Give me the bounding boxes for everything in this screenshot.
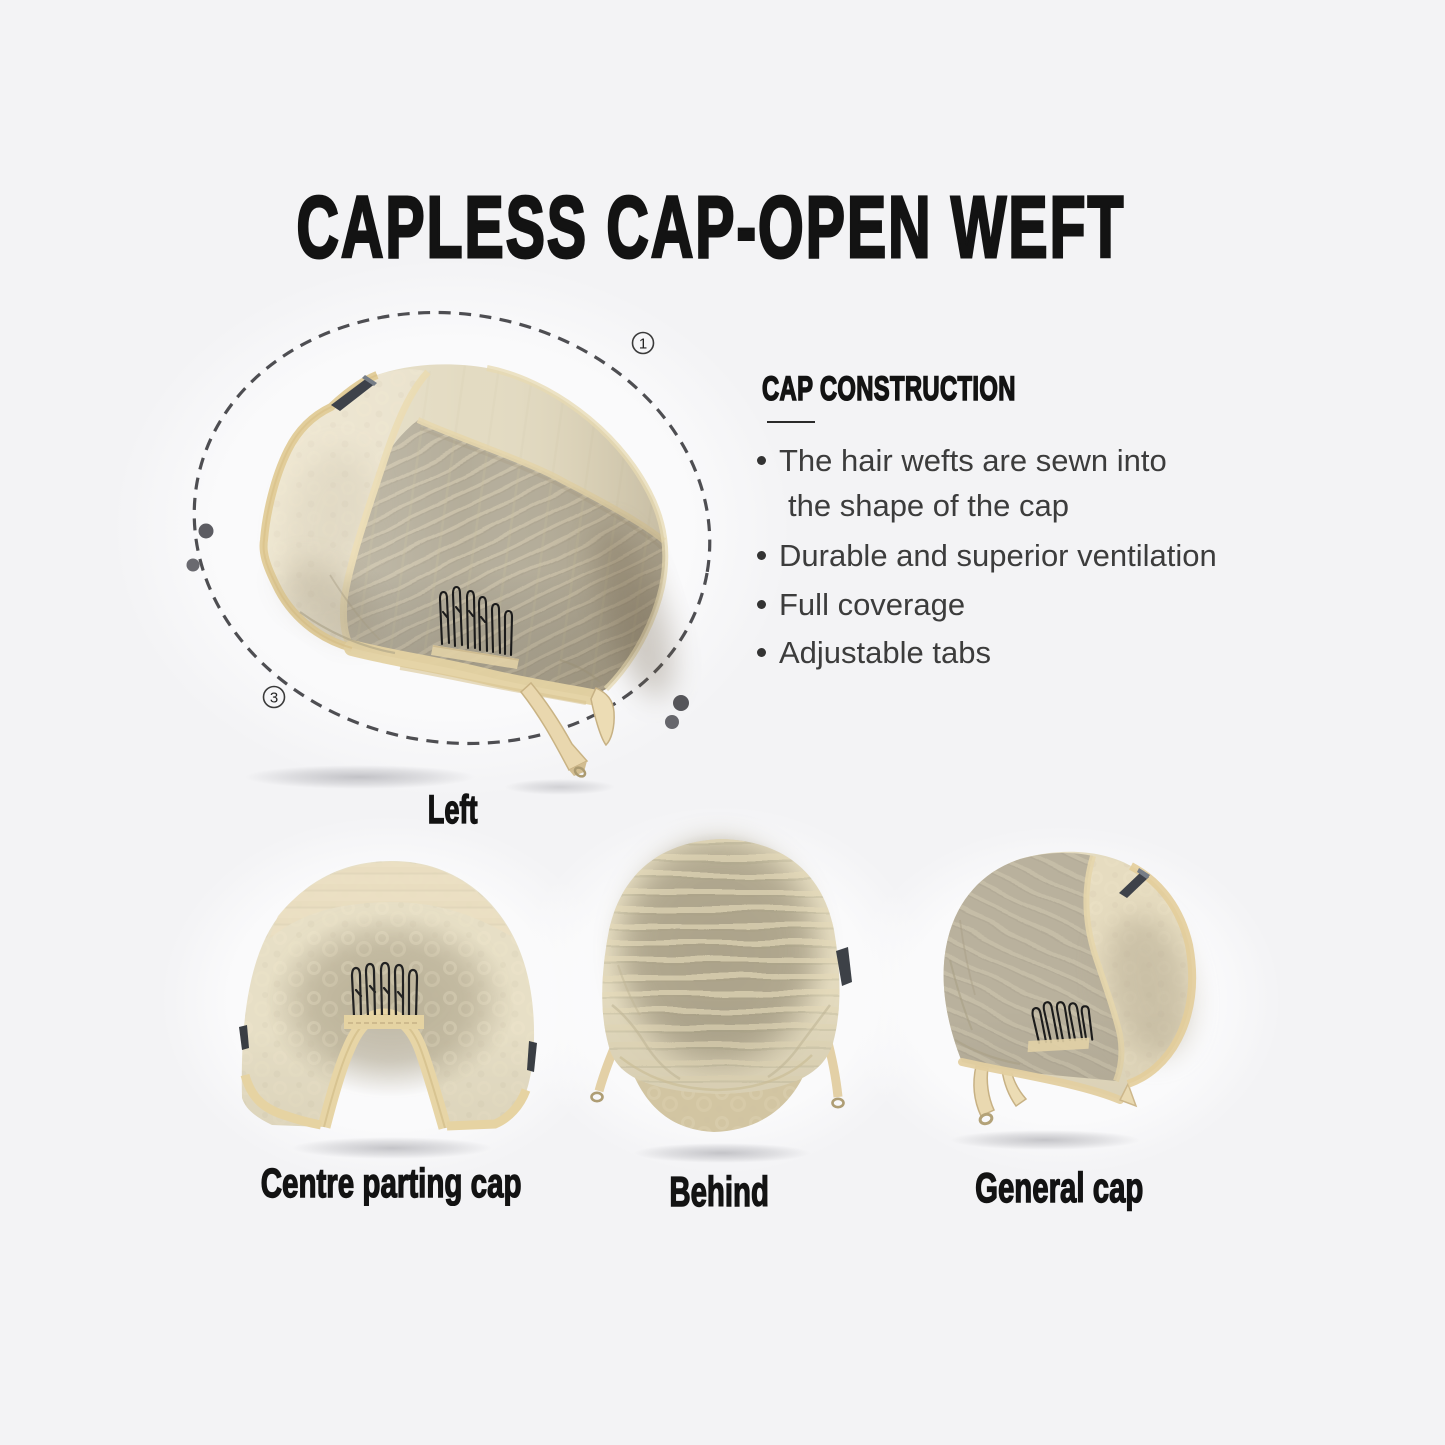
svg-text:1: 1	[639, 336, 647, 353]
svg-text:3: 3	[270, 690, 278, 707]
